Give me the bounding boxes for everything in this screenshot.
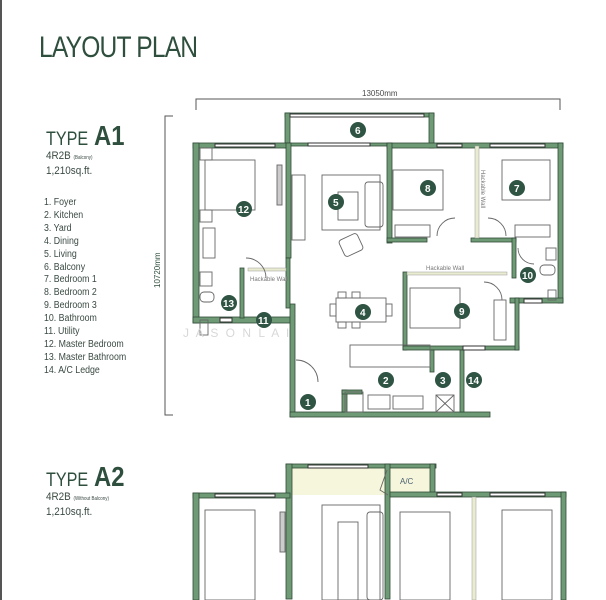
svg-text:1: 1 bbox=[305, 398, 311, 409]
svg-text:11: 11 bbox=[258, 316, 269, 327]
furniture bbox=[199, 147, 557, 413]
room-badges: 1 2 3 4 5 6 7 8 9 10 11 12 13 14 bbox=[221, 122, 536, 410]
type-a1-config-note: (Balcony) bbox=[73, 155, 93, 161]
legend-item: 1. Foyer bbox=[44, 197, 77, 208]
room-badge-3: 3 bbox=[435, 372, 451, 388]
svg-text:6: 6 bbox=[355, 126, 361, 137]
svg-text:4: 4 bbox=[360, 308, 366, 319]
dimension-depth bbox=[164, 115, 173, 416]
type-a2-config: 4R2B (Without Balcony) bbox=[46, 491, 121, 506]
legend-item: 12. Master Bedroom bbox=[44, 338, 124, 350]
legend-item: 8. Bedroom 2 bbox=[44, 287, 97, 299]
room-badge-8: 8 bbox=[420, 180, 436, 196]
a1-walls bbox=[192, 112, 564, 418]
hackable-wall bbox=[247, 267, 287, 272]
windows bbox=[214, 113, 546, 351]
hackable-wall-label: Hackable Wall bbox=[250, 277, 288, 283]
legend-item: 13. Master Bathroom bbox=[44, 351, 127, 363]
type-a2-word: TYPE bbox=[46, 470, 89, 491]
svg-text:8: 8 bbox=[425, 184, 431, 195]
room-badge-6: 6 bbox=[350, 122, 366, 138]
hackable-wall-label: Hackable Wall bbox=[479, 170, 485, 208]
page-edge-line bbox=[0, 0, 2, 600]
type-a1-area: 1,210sq.ft. bbox=[46, 165, 93, 177]
legend-item: 6. Balcony bbox=[44, 261, 86, 273]
svg-text:5: 5 bbox=[333, 198, 339, 209]
legend-item: 11. Utility bbox=[44, 326, 80, 338]
type-a2-config-note: (Without Balcony) bbox=[73, 496, 110, 502]
room-badge-14: 14 bbox=[466, 372, 482, 388]
hackable-wall bbox=[406, 271, 508, 276]
a2-plan: A/C bbox=[192, 463, 567, 600]
legend-item: 2. Kitchen bbox=[44, 209, 84, 221]
room-badge-4: 4 bbox=[355, 304, 371, 320]
hackable-wall-label: Hackable Wall bbox=[426, 266, 464, 272]
legend-item: 10. Bathroom bbox=[44, 313, 97, 325]
ac-ledge-label: A/C bbox=[400, 477, 414, 486]
legend-item: 3. Yard bbox=[44, 222, 72, 234]
svg-text:14: 14 bbox=[468, 376, 480, 387]
room-badge-1: 1 bbox=[300, 394, 316, 410]
type-a1-word: TYPE bbox=[46, 129, 89, 150]
room-badge-5: 5 bbox=[328, 194, 344, 210]
svg-text:12: 12 bbox=[238, 205, 250, 216]
type-a1-header: TYPE A1 4R2B (Balcony) 1,210sq.ft. bbox=[46, 122, 130, 178]
svg-text:13: 13 bbox=[223, 299, 235, 310]
type-a2-config-value: 4R2B bbox=[46, 491, 71, 503]
legend-item: 9. Bedroom 3 bbox=[44, 300, 97, 312]
room-badge-12: 12 bbox=[236, 201, 252, 217]
legend-item: 14. A/C Ledge bbox=[44, 364, 100, 376]
page-title: LAYOUT PLAN bbox=[39, 31, 198, 64]
type-a1-config-value: 4R2B bbox=[46, 150, 71, 162]
legend-item: 4. Dining bbox=[44, 235, 79, 247]
type-a2-header: TYPE A2 4R2B (Without Balcony) 1,210sq.f… bbox=[46, 463, 130, 519]
room-badge-13: 13 bbox=[221, 295, 237, 311]
room-badge-2: 2 bbox=[378, 372, 394, 388]
room-legend: 1. Foyer 2. Kitchen 3. Yard 4. Dining 5.… bbox=[44, 197, 137, 378]
hackable-wall bbox=[474, 145, 480, 239]
dimension-depth-label: 10720mm bbox=[153, 252, 162, 288]
watermark: J A S O N L A I bbox=[183, 326, 291, 340]
type-a1-code: A1 bbox=[94, 120, 125, 151]
dimension-width bbox=[195, 98, 561, 110]
svg-text:7: 7 bbox=[514, 184, 520, 195]
type-a2-area: 1,210sq.ft. bbox=[46, 506, 93, 518]
room-badge-7: 7 bbox=[509, 180, 525, 196]
room-badge-10: 10 bbox=[520, 267, 536, 283]
svg-text:3: 3 bbox=[440, 376, 446, 387]
svg-text:9: 9 bbox=[459, 307, 465, 318]
legend-item: 7. Bedroom 1 bbox=[44, 274, 97, 286]
type-a2-code: A2 bbox=[94, 461, 125, 492]
dimension-width-label: 13050mm bbox=[362, 89, 398, 98]
type-a1-config: 4R2B (Balcony) bbox=[46, 150, 121, 165]
room-badge-9: 9 bbox=[454, 303, 470, 319]
svg-text:10: 10 bbox=[522, 271, 534, 282]
svg-text:2: 2 bbox=[383, 376, 389, 387]
room-badge-11: 11 bbox=[256, 312, 272, 328]
legend-item: 5. Living bbox=[44, 248, 77, 260]
